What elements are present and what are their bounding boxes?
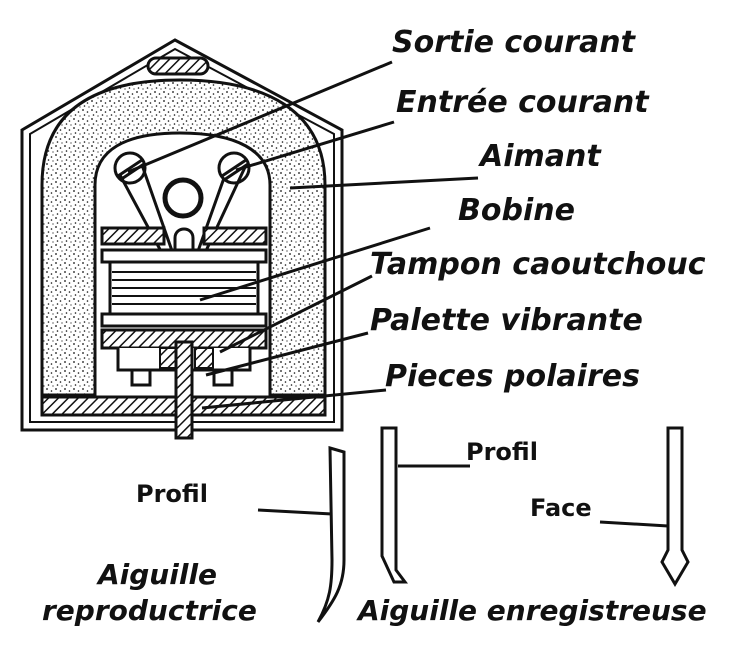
leader-lines — [127, 60, 479, 410]
label-face: Face — [530, 494, 592, 522]
caption-enregistreuse: Aiguille enregistreuse — [356, 594, 707, 627]
pivot — [162, 177, 204, 219]
recording-needle-face — [599, 426, 690, 587]
coil-wires — [118, 164, 248, 269]
reproducing-needle — [257, 446, 346, 623]
label-entree-courant: Entrée courant — [396, 85, 650, 120]
recording-needle-profile — [380, 426, 470, 584]
label-sortie-courant: Sortie courant — [392, 25, 637, 60]
upper-pole-right — [202, 226, 268, 246]
label-tampon-caoutchouc: Tampon caoutchouc — [370, 247, 706, 282]
coil — [100, 248, 268, 328]
label-profil-left: Profil — [136, 480, 208, 508]
label-aimant: Aimant — [478, 139, 602, 174]
upper-pole-left — [100, 226, 166, 246]
rubber-pad-right — [194, 347, 214, 369]
label-profil-right: Profil — [466, 438, 538, 466]
caption-repro-line1: Aiguille — [96, 558, 217, 591]
label-palette-vibrante: Palette vibrante — [370, 303, 643, 338]
foot-left — [130, 368, 152, 387]
top-slot — [146, 56, 210, 76]
magnet — [40, 78, 327, 397]
label-bobine: Bobine — [458, 193, 575, 228]
caption-repro-line2: reproductrice — [42, 594, 257, 627]
armature-tip — [173, 227, 195, 252]
label-pieces-polaires: Pieces polaires — [385, 359, 640, 394]
needle-holder — [174, 340, 194, 440]
